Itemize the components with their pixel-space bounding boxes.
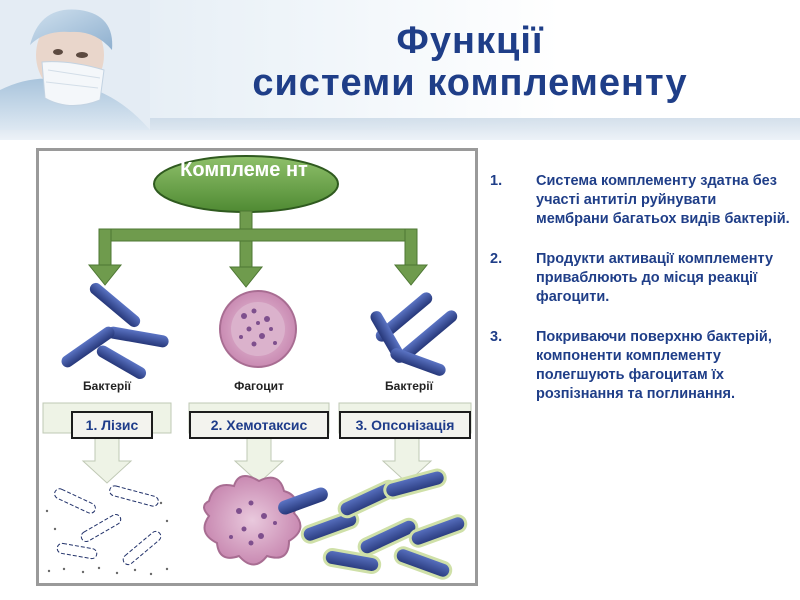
- page-title: Функції системи комплементу: [200, 20, 740, 104]
- label-bacteria-right: Бактерії: [385, 379, 433, 393]
- step-chemotaxis: 2. Хемотаксис: [189, 411, 329, 439]
- label-bacteria-left: Бактерії: [83, 379, 131, 393]
- opsonized-bacteria: [300, 468, 468, 580]
- list-item: 3. Покриваючи поверхню бактерій, компоне…: [490, 328, 790, 404]
- phagocyte-cell: [219, 290, 297, 368]
- list-item-text: Система комплементу здатна без участі ан…: [536, 173, 790, 227]
- step-opsonization: 3. Опсонізація: [339, 411, 471, 439]
- surgeon-photo: [0, 0, 150, 130]
- functions-list: 1. Система комплементу здатна без участі…: [490, 172, 790, 425]
- branch-arrows: [87, 210, 429, 288]
- list-item-number: 1.: [490, 173, 503, 189]
- complement-diagram: Комплеме нт Бактерії Фагоцит Бактерії 1.…: [36, 148, 478, 586]
- lysed-bacteria: [45, 485, 169, 576]
- phagocyte-engulfing: [203, 475, 328, 566]
- list-item-number: 2.: [490, 251, 503, 267]
- title-line-1: Функції: [396, 20, 544, 62]
- complement-label: Комплеме нт: [180, 159, 308, 181]
- label-phagocyte: Фагоцит: [234, 379, 284, 393]
- list-item-text: Покриваючи поверхню бактерій, компоненти…: [536, 329, 772, 402]
- list-item-number: 3.: [490, 329, 503, 345]
- title-line-2: системи комплементу: [252, 62, 688, 104]
- header-band: [0, 118, 800, 140]
- list-item-text: Продукти активації комплементу приваблюю…: [536, 251, 774, 305]
- bacteria-right: [370, 292, 458, 376]
- list-item: 2. Продукти активації комплементу приваб…: [490, 250, 790, 307]
- step-lysis: 1. Лізис: [71, 411, 153, 439]
- list-item: 1. Система комплементу здатна без участі…: [490, 172, 790, 229]
- bacteria-left: [61, 282, 169, 379]
